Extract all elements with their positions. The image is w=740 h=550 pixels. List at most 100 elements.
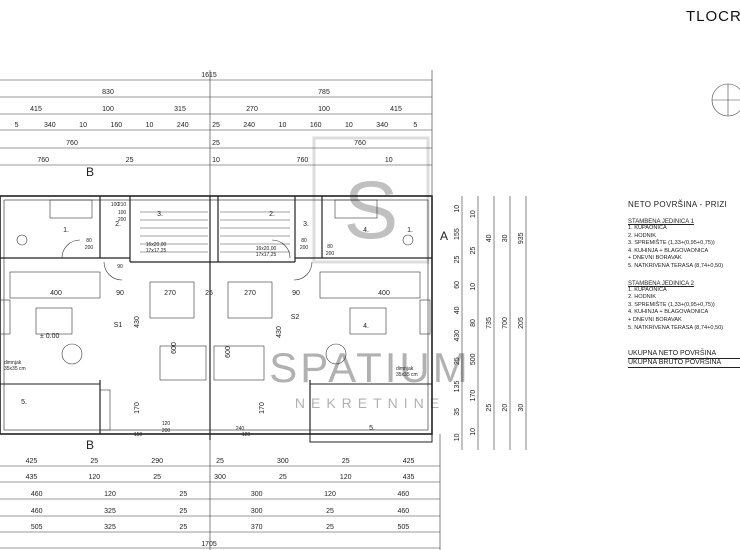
legend-item: 3. SPREMIŠTE (1,33+(0,95+0,75)) — [628, 240, 715, 247]
dimension-label: 155 — [454, 228, 461, 240]
stair-label: 16x20,00 — [256, 246, 277, 252]
legend-item: + DNEVNI BORAVAK — [628, 316, 682, 323]
dimension-label: 40 — [454, 306, 461, 314]
section-marks: B B A — [86, 165, 448, 452]
dimension-label: 935 — [518, 232, 525, 244]
legend-item: 4. KUHINJA + BLAGOVAONICA — [628, 247, 709, 254]
room-number: 1. — [63, 227, 69, 234]
section-mark-b-top: B — [86, 165, 94, 179]
dimension-label: 10 — [470, 428, 477, 436]
watermark-logo: S — [312, 136, 430, 264]
opening-label: 100 — [118, 210, 127, 216]
opening-label: 200 — [300, 245, 309, 251]
dimension-label: 160 — [310, 122, 322, 129]
dimension-label: 340 — [376, 122, 388, 129]
room-number: 4. — [363, 323, 369, 330]
dimension-label: 300 — [214, 474, 226, 481]
dimension-label: 300 — [277, 458, 289, 465]
dimension-label: 785 — [318, 89, 330, 96]
dimension-label: 240 — [243, 122, 255, 129]
dimension-label: 100 — [318, 106, 330, 113]
dimension-label: 25 — [216, 458, 224, 465]
dimension-label: 25 — [486, 404, 493, 412]
unit-label-s2: S2 — [291, 314, 300, 321]
dimension-label: 505 — [397, 524, 409, 531]
dimension-label: 340 — [44, 122, 56, 129]
dimension-label: 10 — [454, 433, 461, 441]
opening-label: 80 — [301, 238, 307, 244]
dimension-label: 10 — [279, 122, 287, 129]
dimension-label: 25 — [326, 524, 334, 531]
room-dimension: 170 — [259, 402, 266, 414]
opening-label: 80 — [327, 244, 333, 250]
room-number: 5. — [369, 425, 375, 432]
dimension-label: 25 — [212, 140, 220, 147]
watermark-s: S — [344, 165, 399, 256]
overall-dimension-bottom: 1705 — [201, 541, 217, 548]
opening-label: 120 — [162, 421, 171, 427]
opening-label: 200 — [326, 251, 335, 257]
dimension-label: 325 — [104, 524, 116, 531]
dimension-label: 10 — [212, 157, 220, 164]
section-mark-a: A — [440, 229, 448, 243]
stair-label: 17x17,25 — [146, 248, 167, 254]
legend-item: + DNEVNI BORAVAK — [628, 255, 682, 262]
dimension-label: 735 — [486, 317, 493, 329]
room-dimension: 400 — [50, 290, 62, 297]
room-number: 4. — [363, 227, 369, 234]
room-dimension: 400 — [378, 290, 390, 297]
legend-item: 2. HODNIK — [628, 294, 656, 301]
dimension-label: 25 — [90, 458, 98, 465]
dimension-label: 25 — [126, 157, 134, 164]
dimension-label: 25 — [179, 524, 187, 531]
dimension-label: 415 — [390, 106, 402, 113]
room-number: 5. — [21, 399, 27, 406]
room-number: 2. — [269, 211, 275, 218]
level-label: ± 0.00 — [40, 333, 60, 340]
dimension-label: 25 — [454, 256, 461, 264]
sheet-title: TLOCRT — [686, 8, 740, 25]
legend-section-title: STAMBENA JEDINICA 1 — [628, 219, 694, 225]
legend-heading: NETO POVRŠINA - PRIZI — [628, 200, 728, 209]
room-dimension: 25 — [205, 290, 213, 297]
room-number: 2. — [115, 221, 121, 228]
room-dimension: 430 — [134, 316, 141, 328]
dimension-label: 830 — [102, 89, 114, 96]
dimension-lines — [0, 70, 527, 550]
section-mark-b-bottom: B — [86, 438, 94, 452]
room-number: 3. — [157, 211, 163, 218]
dimension-label: 300 — [251, 508, 263, 515]
dimension-label: 60 — [454, 281, 461, 289]
chimney-label: dimnjak — [4, 360, 22, 366]
opening-label: 210 — [118, 202, 127, 208]
dimension-label: 35 — [454, 408, 461, 416]
chimney-size: 35x35 cm — [4, 366, 26, 372]
legend-total-bruto: UKUPNA BRUTO POVRŠINA — [628, 359, 740, 369]
dimension-label: 415 — [30, 106, 42, 113]
room-dimension: 270 — [164, 290, 176, 297]
chimney-label: dimnjak — [396, 366, 414, 372]
stairs — [140, 211, 290, 253]
dimension-label: 25 — [326, 508, 334, 515]
room-dimension: 600 — [225, 346, 232, 358]
opening-label: 90 — [117, 264, 123, 270]
terraces — [0, 383, 433, 443]
opening-label: 200 — [162, 428, 171, 434]
unit-label-s1: S1 — [114, 322, 123, 329]
room-dimension: 170 — [134, 402, 141, 414]
dimension-label: 10 — [470, 283, 477, 291]
dimension-label: 80 — [470, 319, 477, 327]
dimension-label: 760 — [354, 140, 366, 147]
dimension-label: 25 — [342, 458, 350, 465]
dimension-label: 5 — [15, 122, 19, 129]
dimension-label: 505 — [31, 524, 43, 531]
dimension-label: 30 — [502, 234, 509, 242]
dimension-label: 120 — [88, 474, 100, 481]
dimension-label: 10 — [470, 210, 477, 218]
room-dimension: 270 — [244, 290, 256, 297]
dimension-label: 700 — [502, 317, 509, 329]
dimension-label: 430 — [454, 330, 461, 342]
dimension-label: 135 — [454, 381, 461, 393]
dimension-label: 40 — [486, 234, 493, 242]
area-legend: NETO POVRŠINA - PRIZI STAMBENA JEDINICA … — [628, 200, 740, 369]
